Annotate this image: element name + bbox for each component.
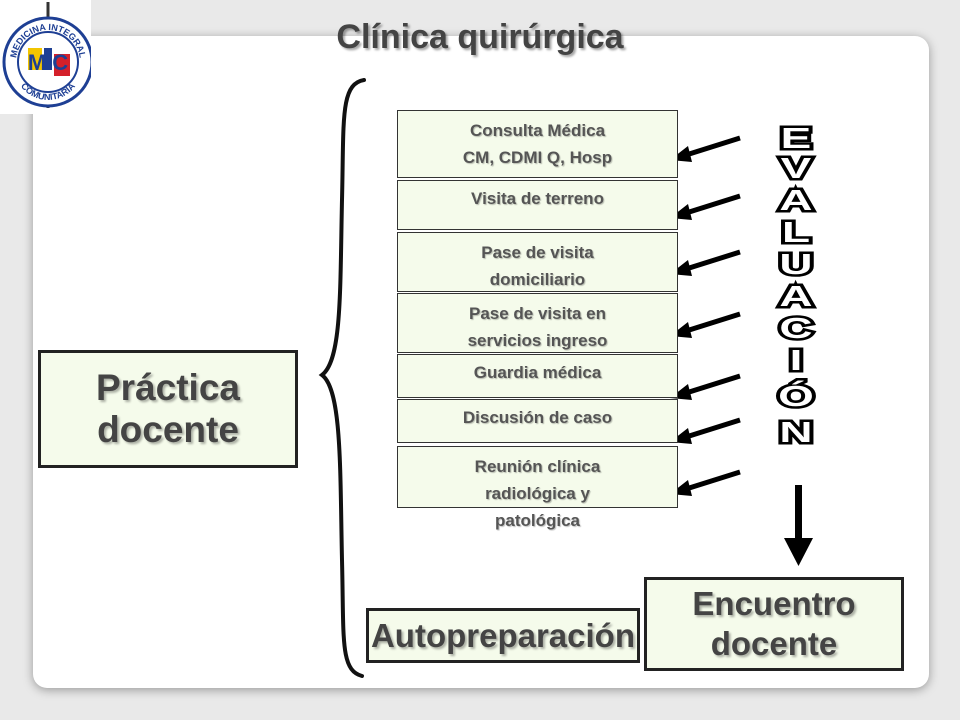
autopreparacion-label: Autopreparación xyxy=(370,616,636,654)
autopreparacion-box: Autopreparación xyxy=(366,608,640,663)
down-arrow xyxy=(784,485,813,566)
evaluacion-letter: A xyxy=(779,281,812,313)
logo: MEDICINA INTEGRAL COMUNITARIA MIC xyxy=(0,0,94,114)
arrow-icon xyxy=(670,311,741,338)
evaluacion-letter: N xyxy=(779,417,812,449)
activity-box: Pase de visita en servicios ingreso xyxy=(397,293,678,353)
arrow-icon xyxy=(670,193,741,220)
practica-line-1: Práctica xyxy=(96,367,240,408)
activity-line: CM, CDMI Q, Hosp xyxy=(462,148,613,167)
activity-line: Pase de visita en xyxy=(468,304,607,323)
arrow-icon xyxy=(670,373,741,400)
activity-line: Consulta Médica xyxy=(469,121,606,140)
arrow-icon xyxy=(670,135,741,162)
evaluacion-letter: A xyxy=(779,185,812,217)
activity-box: Pase de visita domiciliario xyxy=(397,232,678,292)
arrow-icon xyxy=(670,469,741,496)
evaluacion-letter: L xyxy=(782,217,810,249)
encuentro-line-2: docente xyxy=(710,625,838,662)
practica-docente-box: Práctica docente xyxy=(38,350,298,468)
practica-line-2: docente xyxy=(97,409,239,450)
activity-box: Visita de terreno xyxy=(397,180,678,230)
activity-box: Discusión de caso xyxy=(397,399,678,443)
activity-line: patológica xyxy=(494,511,580,530)
activity-line: Reunión clínica xyxy=(474,457,601,476)
encuentro-docente-box: Encuentro docente xyxy=(644,577,904,671)
curly-brace xyxy=(318,78,366,678)
activity-arrows xyxy=(670,135,741,496)
evaluacion-letter: U xyxy=(779,249,812,281)
encuentro-line-1: Encuentro xyxy=(692,585,856,622)
activity-box: Reunión clínica radiológica y patológica xyxy=(397,446,678,530)
activity-line: Guardia médica xyxy=(473,363,602,382)
evaluacion-letter: Ó xyxy=(778,380,814,413)
activity-line: radiológica y xyxy=(485,484,590,503)
activity-line: domiciliario xyxy=(489,270,586,289)
evaluacion-letter: I xyxy=(790,345,803,377)
evaluacion-letter: V xyxy=(781,153,812,185)
arrow-icon xyxy=(670,417,741,444)
mic-logo-icon: MEDICINA INTEGRAL COMUNITARIA MIC xyxy=(2,2,94,108)
evaluacion-letter: C xyxy=(779,313,812,345)
activity-line: Pase de visita xyxy=(481,243,594,262)
activity-line: servicios ingreso xyxy=(467,331,608,350)
logo-letters: MIC xyxy=(28,50,68,75)
arrow-icon xyxy=(670,249,741,276)
evaluacion-letter: E xyxy=(781,123,812,155)
activity-box: Guardia médica xyxy=(397,354,678,398)
activity-line: Discusión de caso xyxy=(462,408,613,427)
page-title: Clínica quirúrgica xyxy=(336,18,624,56)
activity-line: Visita de terreno xyxy=(471,189,604,208)
